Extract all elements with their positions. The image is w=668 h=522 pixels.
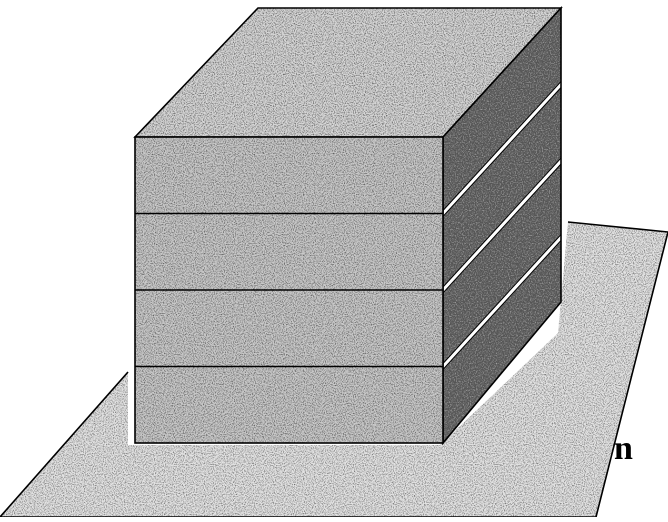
figure-label-n: n	[614, 432, 633, 466]
cube-front-face	[135, 137, 443, 443]
